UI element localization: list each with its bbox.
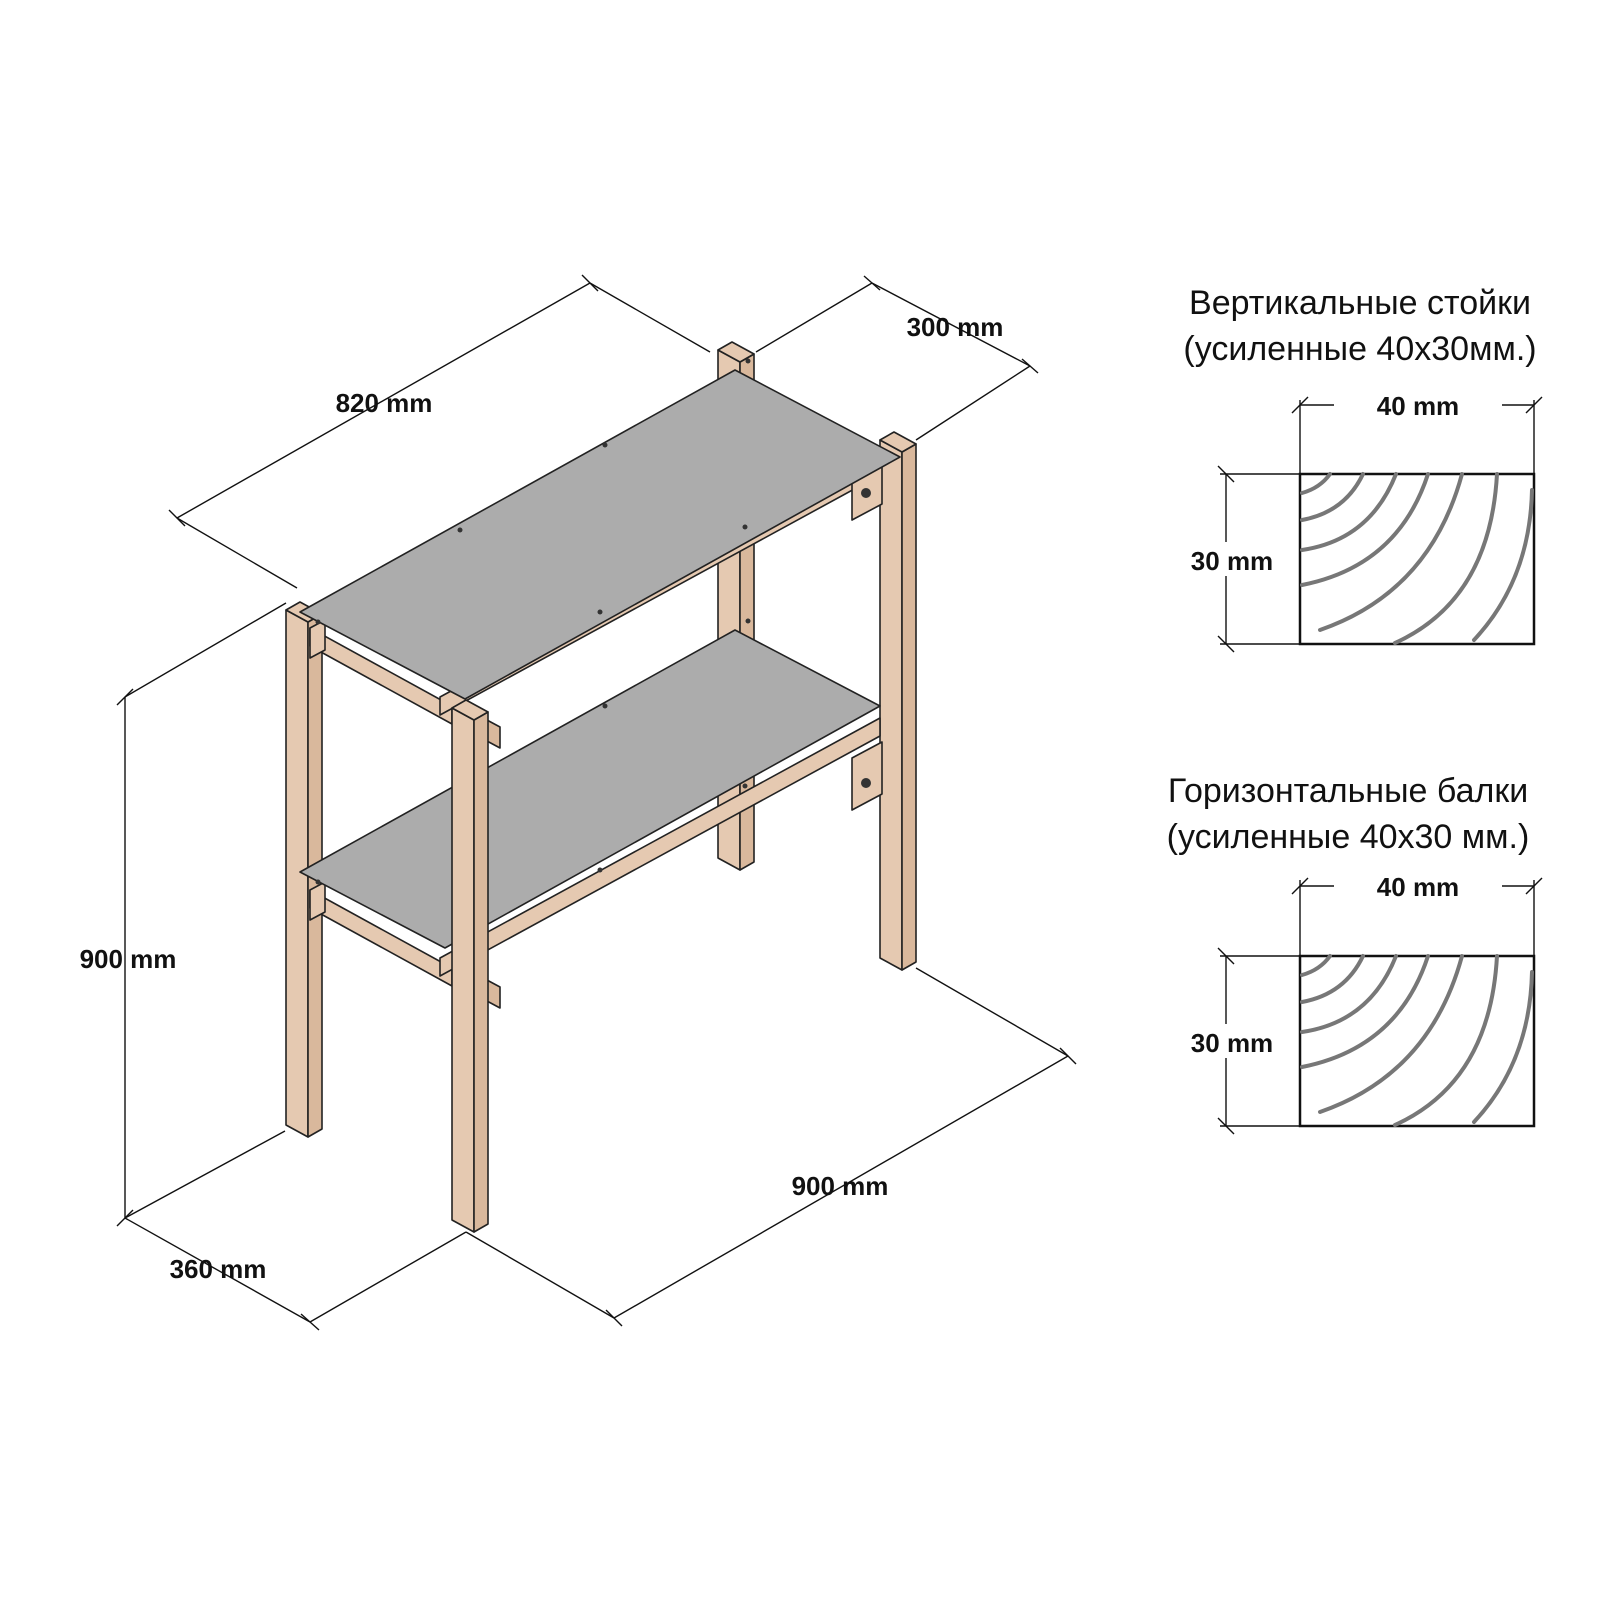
posts-title: Вертикальные стойки [1189, 284, 1531, 322]
rack-illustration [285, 341, 917, 1233]
height-label: 900 mm [80, 944, 177, 974]
posts-height-label: 30 mm [1191, 546, 1273, 576]
beams-title: Горизонтальные балки [1168, 772, 1528, 810]
lower-shelf [299, 618, 881, 949]
posts-width-label: 40 mm [1377, 391, 1459, 421]
post-cross-section [1298, 472, 1536, 646]
upper-shelf [299, 358, 901, 700]
back-right-post [879, 431, 917, 971]
beam-cross-section [1298, 954, 1536, 1128]
beams-height-label: 30 mm [1191, 1028, 1273, 1058]
beams-section: Горизонтальные балки (усиленные 40х30 мм… [1167, 772, 1543, 1135]
base-width-label: 900 mm [792, 1171, 889, 1201]
beams-width-label: 40 mm [1377, 872, 1459, 902]
posts-section: Вертикальные стойки (усиленные 40х30мм.)… [1180, 284, 1543, 653]
front-right-post [451, 699, 489, 1233]
lower-shelf-rails [309, 717, 883, 1009]
beams-subtitle: (усиленные 40х30 мм.) [1167, 818, 1530, 856]
rack-dimension-lines [116, 274, 1077, 1331]
depth-label: 300 mm [907, 312, 1004, 342]
posts-subtitle: (усиленные 40х30мм.) [1183, 330, 1536, 368]
base-depth-label: 360 mm [170, 1254, 267, 1284]
width-label: 820 mm [336, 388, 433, 418]
